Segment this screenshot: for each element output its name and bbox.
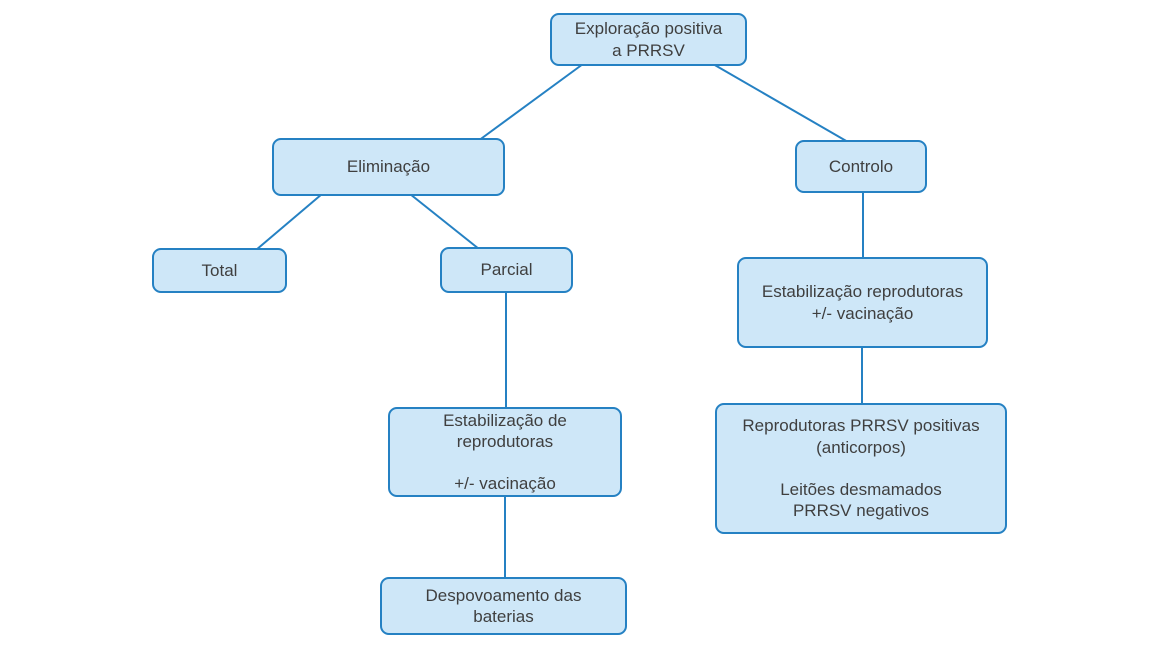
node-eliminacao: Eliminação: [272, 138, 505, 196]
node-controlo-label: Controlo: [828, 156, 894, 176]
node-exploracao-positiva-label: Exploração positiva a PRRSV: [574, 19, 723, 60]
node-despovoamento-baterias: Despovoamento das baterias: [380, 577, 627, 635]
connector-root-eliminacao: [477, 63, 584, 142]
node-exploracao-positiva: Exploração positiva a PRRSV: [550, 13, 747, 66]
node-estabilizacao-de-reprodutoras-label: Estabilização de reprodutoras +/- vacina…: [443, 410, 567, 494]
node-total-label: Total: [201, 260, 238, 280]
node-estabilizacao-reprodutoras-vacinacao: Estabilização reprodutoras +/- vacinação: [737, 257, 988, 348]
node-despovoamento-baterias-label: Despovoamento das baterias: [425, 585, 582, 626]
node-reprodutoras-prrsv-positivas: Reprodutoras PRRSV positivas (anticorpos…: [715, 403, 1007, 534]
connector-root-controlo: [712, 63, 849, 143]
node-reprodutoras-prrsv-positivas-label: Reprodutoras PRRSV positivas (anticorpos…: [742, 416, 980, 521]
node-parcial: Parcial: [440, 247, 573, 293]
node-estabilizacao-reprodutoras-vacinacao-label: Estabilização reprodutoras +/- vacinação: [761, 282, 964, 323]
connector-eliminacao-total: [255, 193, 323, 251]
node-eliminacao-label: Eliminação: [346, 157, 431, 177]
node-total: Total: [152, 248, 287, 293]
node-parcial-label: Parcial: [480, 260, 533, 280]
connector-eliminacao-parcial: [409, 193, 480, 250]
node-estabilizacao-de-reprodutoras: Estabilização de reprodutoras +/- vacina…: [388, 407, 622, 497]
node-controlo: Controlo: [795, 140, 927, 193]
